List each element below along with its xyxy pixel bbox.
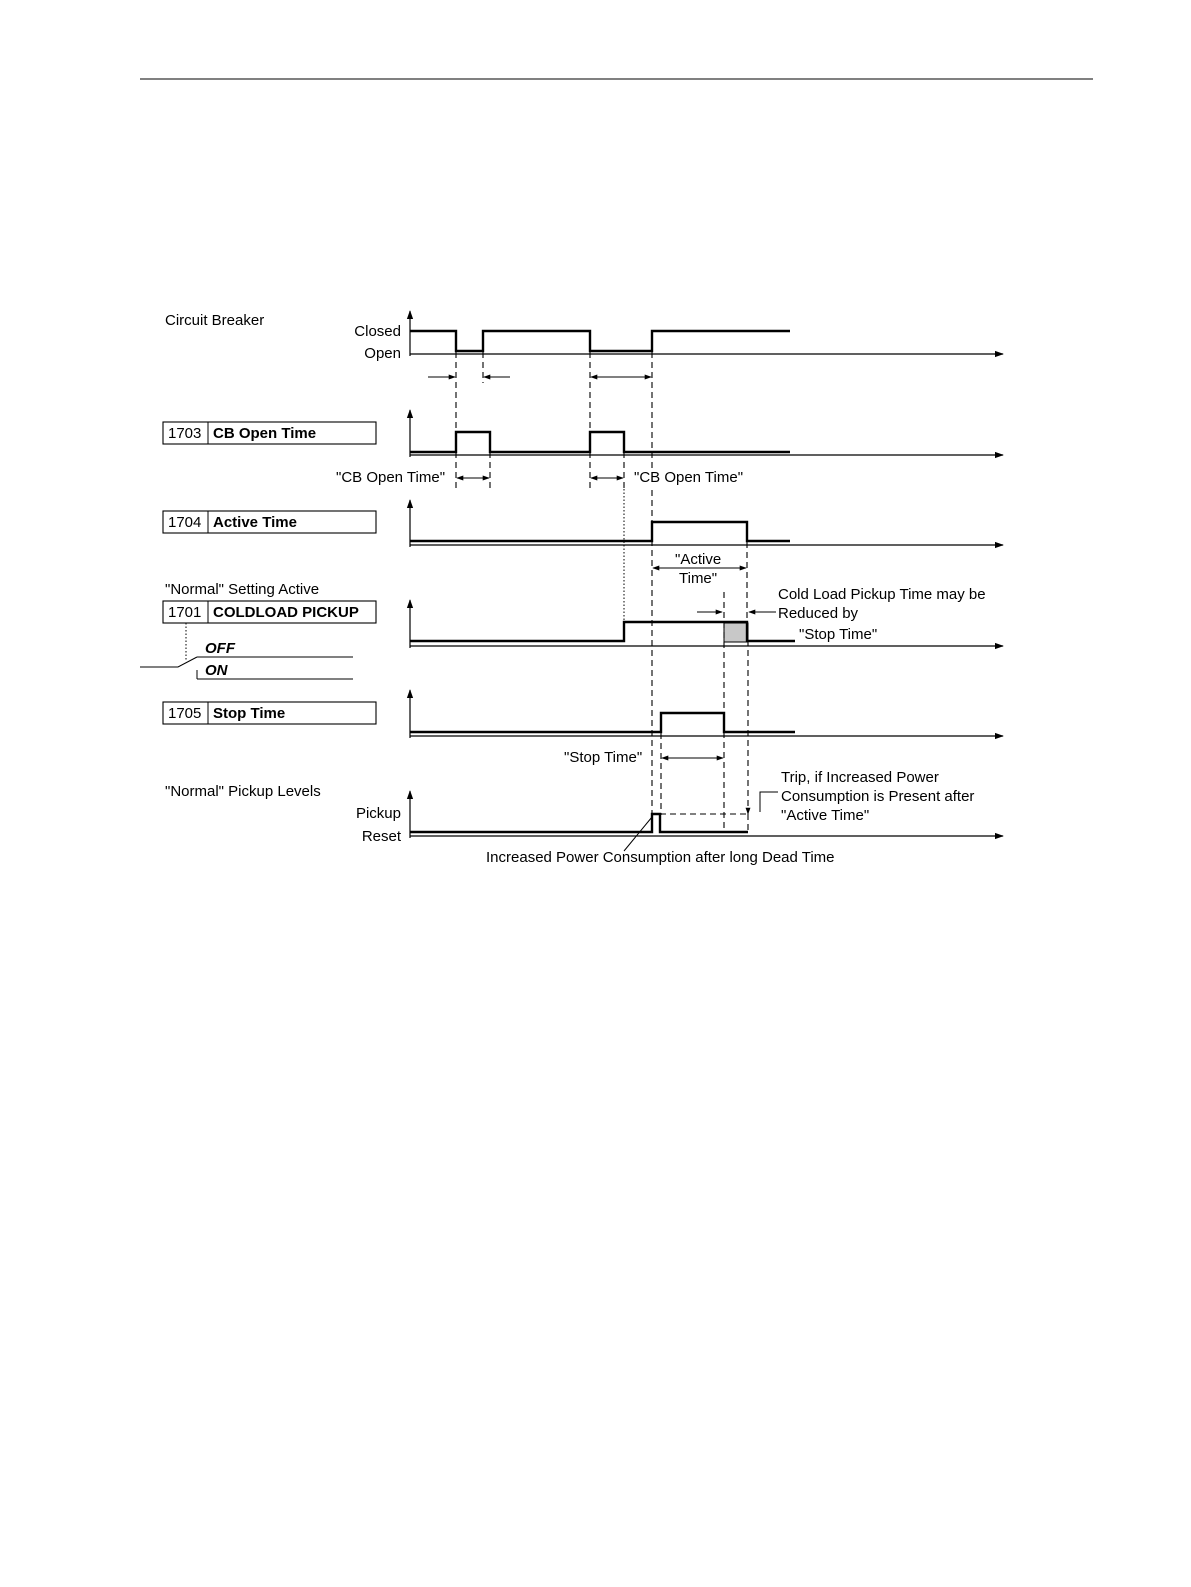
cb-closed-label: Closed — [354, 323, 401, 340]
param-1704-name: Active Time — [213, 514, 297, 531]
normal-setting-label: "Normal" Setting Active — [165, 581, 319, 598]
stop-time-reduction-shade — [723, 622, 749, 643]
param-box-1704: 1704 Active Time — [162, 510, 377, 534]
reduced-note-1: Cold Load Pickup Time may be — [778, 586, 986, 603]
switch-off-label: OFF — [205, 640, 236, 657]
param-box-1701: 1701 COLDLOAD PICKUP — [162, 600, 377, 624]
increased-note: Increased Power Consumption after long D… — [486, 849, 835, 866]
param-1701-name: COLDLOAD PICKUP — [213, 604, 359, 621]
reset-label: Reset — [362, 828, 402, 845]
stop-time-label: "Stop Time" — [564, 749, 642, 766]
param-1701-number: 1701 — [168, 604, 201, 621]
active-label-1: "Active — [675, 551, 721, 568]
switch-on-label: ON — [205, 662, 229, 679]
pickup-signal — [410, 812, 748, 834]
switch-blade — [140, 656, 198, 668]
active-label-2: Time" — [679, 570, 717, 587]
param-1704-number: 1704 — [168, 514, 201, 531]
param-1705-name: Stop Time — [213, 705, 285, 722]
reduced-note-2: Reduced by — [778, 605, 859, 622]
cbot-label-2: "CB Open Time" — [634, 469, 743, 486]
trip-note-1: Trip, if Increased Power — [781, 769, 939, 786]
increased-leader — [623, 816, 653, 852]
param-1705-number: 1705 — [168, 705, 201, 722]
trip-note-2: Consumption is Present after — [781, 788, 974, 805]
param-1703-number: 1703 — [168, 425, 201, 442]
trip-leader — [759, 791, 778, 812]
normal-pickup-label: "Normal" Pickup Levels — [165, 783, 321, 800]
cb-title: Circuit Breaker — [165, 312, 264, 329]
stop-signal — [410, 711, 795, 734]
param-1703-name: CB Open Time — [213, 425, 316, 442]
trip-note-3: "Active Time" — [781, 807, 869, 824]
cold-signal — [410, 620, 795, 643]
reduced-note-3: "Stop Time" — [799, 626, 877, 643]
cb-open-label: Open — [364, 345, 401, 362]
param-box-1703: 1703 CB Open Time — [162, 421, 377, 445]
param-box-1705: 1705 Stop Time — [162, 701, 377, 725]
cb-signal — [410, 329, 790, 353]
cbot-label-1: "CB Open Time" — [336, 469, 445, 486]
cbot-signal — [410, 430, 790, 454]
pickup-label: Pickup — [356, 805, 401, 822]
active-signal — [410, 520, 790, 543]
